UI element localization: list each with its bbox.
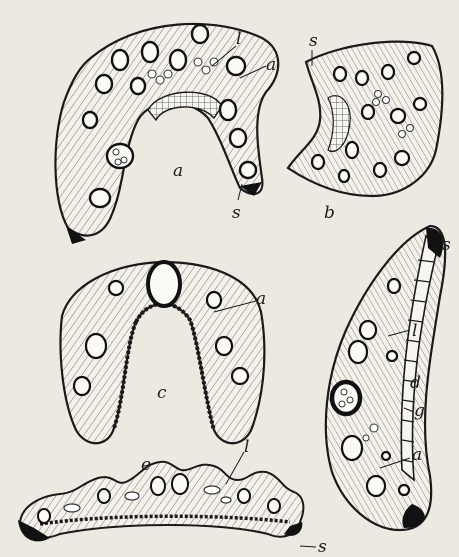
annotation-s-section-b: s <box>309 31 318 51</box>
panel-label-d: d <box>410 373 421 393</box>
annotation-g-section-d: g <box>414 401 425 421</box>
panel-label-a: a <box>173 161 183 181</box>
panel-label-e: e <box>141 455 151 475</box>
annotation-s-section-d: s <box>442 235 451 255</box>
annotation-a-section-d: a <box>412 445 422 465</box>
section-d-large-cell <box>332 382 360 414</box>
annotation-l-section-a: l <box>236 29 241 49</box>
annotation-l-section-e: l <box>244 437 249 457</box>
annotation-s-section-a: s <box>232 203 241 223</box>
panel-label-b: b <box>324 203 335 223</box>
annotation-a-section-a: a <box>266 55 276 75</box>
annotation-s-section-e: s <box>318 537 327 557</box>
panel-label-c: c <box>157 383 167 403</box>
annotation-l-section-d: l <box>412 321 417 341</box>
section-c-large-cell <box>148 262 180 306</box>
annotation-a-section-c: a <box>256 289 266 309</box>
